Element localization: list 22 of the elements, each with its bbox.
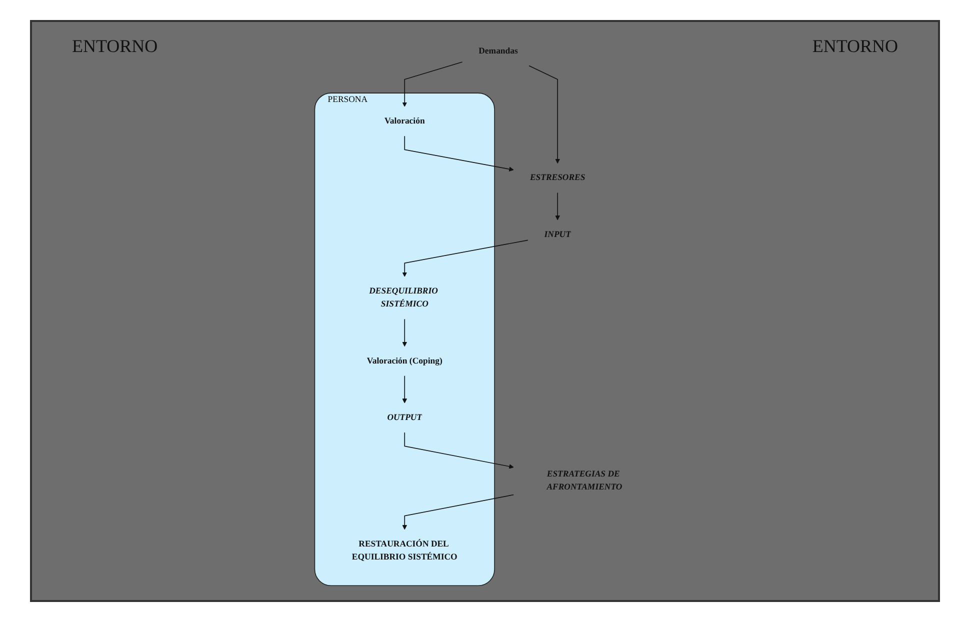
- arrow: [528, 65, 560, 164]
- region-label: ENTORNO: [812, 36, 898, 57]
- background-panel: ENTORNO ENTORNO PERSONA Valoración DESEQUILIBRIO SISTÉMICO Valoración (Coping) OUTPUT RESTAURACIÓN DEL EQUILIBRIO SISTÉMICO Demandas ESTRESORES INPUT ESTRATEGIAS DE AFRONTAMIENTO: [30, 20, 940, 602]
- region-label: ENTORNO: [72, 36, 158, 57]
- node-text: ESTRATEGIAS DE AFRONTAMIENTO: [546, 470, 622, 492]
- node-text: ESTRESORES: [530, 173, 586, 182]
- arrow: [404, 136, 514, 172]
- node-text: Demandas: [478, 46, 518, 56]
- arrow: [402, 494, 514, 530]
- node-text: INPUT: [544, 230, 571, 240]
- arrow: [555, 192, 560, 220]
- arrow: [404, 432, 514, 469]
- arrow: [402, 62, 463, 107]
- arrow: [402, 318, 408, 347]
- node-text: Valoración: [384, 116, 425, 126]
- arrow: [402, 375, 408, 404]
- arrow: [402, 240, 528, 277]
- node-text: DESEQUILIBRIO SISTÉMICO: [369, 286, 438, 309]
- node-text: Valoración (Coping): [366, 356, 442, 366]
- node-text: OUTPUT: [387, 412, 422, 422]
- cluster: [314, 92, 495, 586]
- node-text: RESTAURACIÓN DEL EQUILIBRIO SISTÉMICO: [352, 539, 458, 562]
